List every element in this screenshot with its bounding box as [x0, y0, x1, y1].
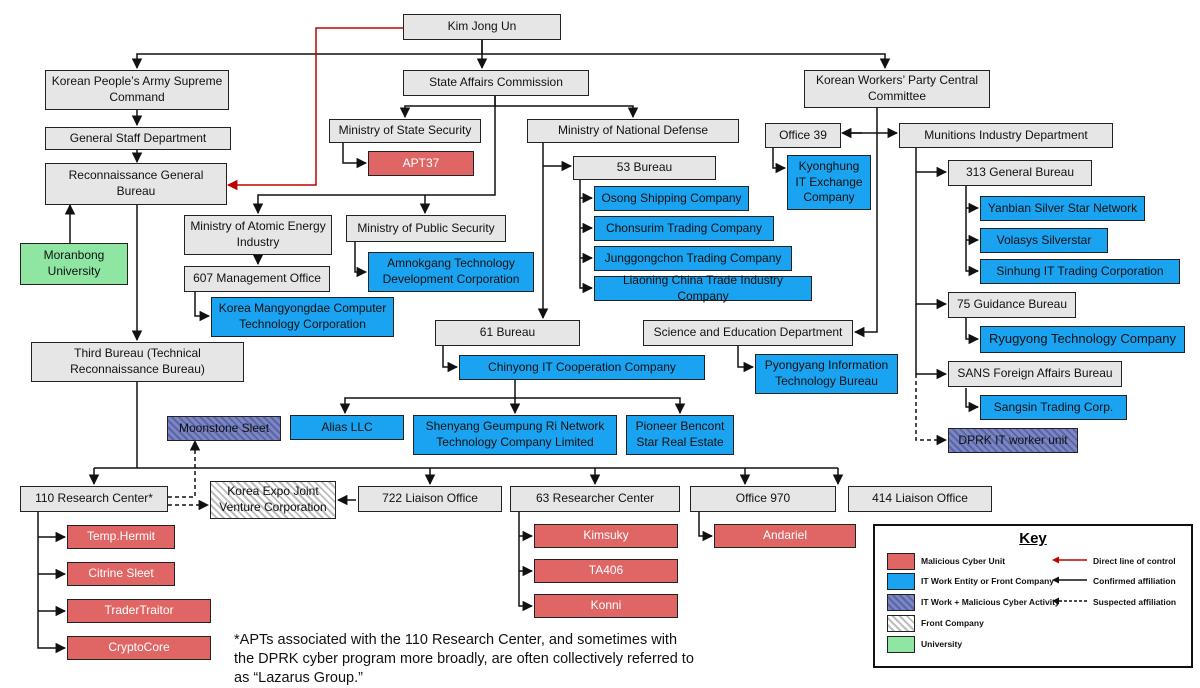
61-bureau-node: 61 Bureau — [435, 320, 580, 346]
liaoning-china-trade-node: Liaoning China Trade Industry Company — [594, 273, 812, 303]
legend-title: Key — [1019, 530, 1047, 547]
53-bureau-node: 53 Bureau — [573, 156, 716, 180]
ta406-node: TA406 — [534, 559, 678, 583]
university-swatch — [887, 636, 915, 653]
office-39-node: Office 39 — [765, 123, 841, 148]
607-management-office-node: 607 Management Office — [184, 266, 330, 292]
75-guidance-bureau-node: 75 Guidance Bureau — [948, 292, 1076, 318]
ministry-of-public-security-node: Ministry of Public Security — [346, 215, 506, 242]
volasys-silverstar-node: Volasys Silverstar — [980, 228, 1108, 253]
reconnaissance-general-bureau-node: Reconnaissance General Bureau — [45, 163, 227, 205]
kwp-central-committee-node: Korean Workers’ Party Central Committee — [804, 70, 990, 108]
ministry-of-national-defense-node: Ministry of National Defense — [527, 119, 739, 143]
osong-shipping-node: Osong Shipping Company — [594, 186, 749, 211]
kim-jong-un-node: Kim Jong Un — [403, 14, 561, 40]
shenyang-geumpung-node: Shenyang Geumpung Ri Network Technology … — [413, 415, 617, 455]
sans-foreign-affairs-node: SANS Foreign Affairs Bureau — [948, 361, 1122, 387]
junggongchon-trading-node: Junggongchon Trading Company — [594, 246, 792, 271]
110-research-center-node: 110 Research Center* — [20, 486, 168, 512]
moonstone-sleet-node: Moonstone Sleet — [167, 416, 281, 441]
chinyong-it-cooperation-node: Chinyong IT Cooperation Company — [459, 355, 705, 380]
malicious-swatch — [887, 553, 915, 570]
confirmed-arrow-icon — [1052, 576, 1087, 584]
office-970-node: Office 970 — [690, 486, 836, 512]
itmal-swatch — [887, 594, 915, 611]
ministry-of-atomic-energy-node: Ministry of Atomic Energy Industry — [184, 215, 332, 255]
63-researcher-center-node: 63 Researcher Center — [510, 486, 680, 512]
kimsuky-node: Kimsuky — [534, 524, 678, 548]
legend-front-label: Front Company — [921, 618, 984, 628]
korea-mangyongdae-computer-node: Korea Mangyongdae Computer Technology Co… — [211, 297, 394, 337]
legend-itwork-label: IT Work Entity or Front Company — [921, 576, 1055, 586]
legend-direct-label: Direct line of control — [1093, 556, 1176, 566]
legend-malicious-label: Malicious Cyber Unit — [921, 556, 1006, 566]
sangsin-trading-node: Sangsin Trading Corp. — [980, 395, 1127, 420]
konni-node: Konni — [534, 594, 678, 618]
legend-key: Key Malicious Cyber Unit IT Work Entity … — [873, 524, 1193, 668]
chonsurim-trading-node: Chonsurim Trading Company — [594, 216, 774, 241]
yanbian-silver-star-node: Yanbian Silver Star Network — [980, 196, 1145, 221]
alias-llc-node: Alias LLC — [290, 415, 404, 440]
andariel-node: Andariel — [714, 524, 856, 548]
sinhung-it-trading-node: Sinhung IT Trading Corporation — [980, 259, 1180, 284]
direct-line-arrow-icon — [1052, 556, 1087, 564]
kyonghung-it-exchange-node: Kyonghung IT Exchange Company — [787, 155, 871, 210]
legend-university-label: University — [921, 639, 963, 649]
suspected-arrow-icon — [1052, 597, 1087, 605]
apt37-node: APT37 — [368, 151, 474, 176]
front-swatch — [887, 615, 915, 632]
legend-itmal-label: IT Work + Malicious Cyber Activity — [921, 597, 1060, 607]
third-bureau-node: Third Bureau (Technical Reconnaissance B… — [31, 342, 244, 382]
general-staff-department-node: General Staff Department — [45, 127, 231, 150]
legend-confirmed-label: Confirmed affiliation — [1093, 576, 1176, 586]
cryptocore-node: CryptoCore — [67, 636, 211, 660]
temp-hermit-node: Temp.Hermit — [67, 525, 175, 549]
ryugyong-technology-node: Ryugyong Technology Company — [980, 326, 1185, 353]
414-liaison-office-node: 414 Liaison Office — [848, 486, 992, 512]
science-education-department-node: Science and Education Department — [643, 320, 853, 346]
itwork-swatch — [887, 573, 915, 590]
722-liaison-office-node: 722 Liaison Office — [358, 486, 502, 512]
legend-suspected-label: Suspected affiliation — [1093, 597, 1177, 607]
dprk-it-worker-unit-node: DPRK IT worker unit — [948, 428, 1078, 453]
citrine-sleet-node: Citrine Sleet — [67, 562, 175, 586]
munitions-industry-department-node: Munitions Industry Department — [899, 123, 1113, 148]
tradertraitor-node: TraderTraitor — [67, 599, 211, 623]
pyongyang-information-technology-node: Pyongyang Information Technology Bureau — [755, 354, 898, 394]
state-affairs-commission-node: State Affairs Commission — [403, 70, 589, 96]
lazarus-footnote: *APTs associated with the 110 Research C… — [234, 632, 694, 686]
korea-expo-joint-venture-node: Korea Expo Joint Venture Corporation — [210, 481, 336, 519]
kpa-supreme-command-node: Korean People’s Army Supreme Command — [45, 70, 229, 110]
amnokgang-technology-node: Amnokgang Technology Development Corpora… — [368, 252, 534, 292]
pioneer-bencont-node: Pioneer Bencont Star Real Estate — [626, 415, 734, 455]
313-general-bureau-node: 313 General Bureau — [948, 160, 1092, 186]
moranbong-university-node: Moranbong University — [20, 243, 128, 285]
ministry-of-state-security-node: Ministry of State Security — [329, 119, 481, 143]
